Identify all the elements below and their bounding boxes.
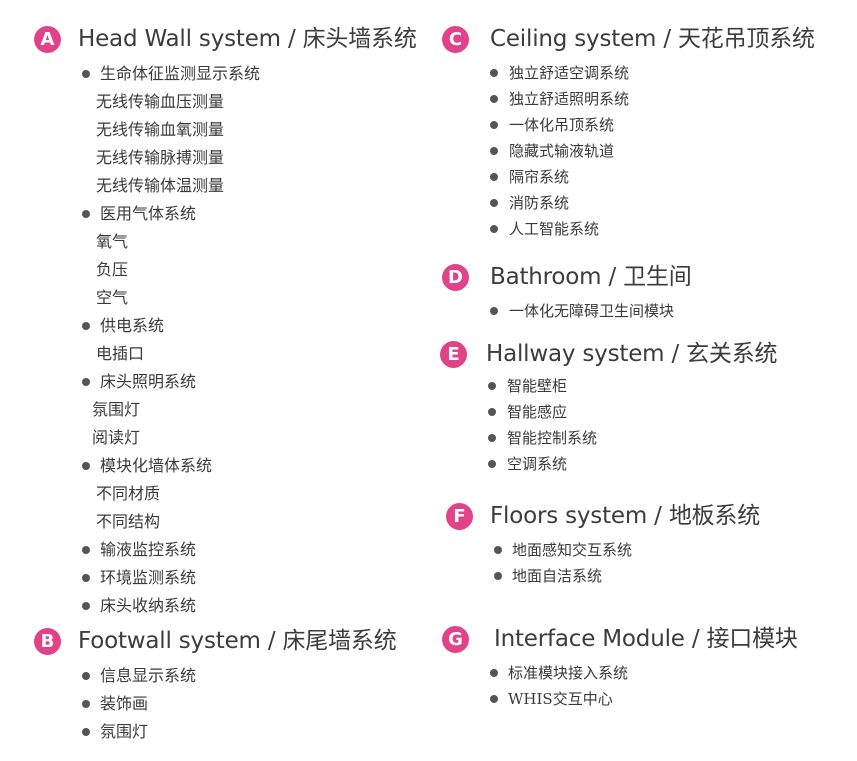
item-label: WHIS交互中心 (508, 690, 613, 708)
item-label: 地面感知交互系统 (512, 541, 633, 559)
item-label: 独立舒适照明系统 (509, 90, 630, 108)
section-title: Ceiling system / 天花吊顶系统 (490, 26, 815, 52)
section-title: Interface Module / 接口模块 (494, 626, 798, 652)
bullet-icon (490, 173, 498, 181)
bullet-icon (82, 574, 90, 582)
bullet-icon (490, 695, 498, 703)
section-badge: C (442, 26, 469, 53)
section-badge: G (442, 626, 469, 653)
item-label: 供电系统 (100, 316, 165, 335)
item-label: 输液监控系统 (100, 540, 197, 559)
bullet-icon (490, 95, 498, 103)
item-label: 隔帘系统 (509, 168, 570, 186)
item-label: 独立舒适空调系统 (509, 64, 630, 82)
item-label: 氧气 (96, 232, 129, 251)
item-label: 医用气体系统 (100, 204, 197, 223)
bullet-icon (490, 121, 498, 129)
bullet-icon (82, 700, 90, 708)
item-label: 消防系统 (509, 194, 570, 212)
bullet-icon (490, 147, 498, 155)
bullet-icon (490, 669, 498, 677)
bullet-icon (490, 307, 498, 315)
bullet-icon (82, 672, 90, 680)
item-label: 不同材质 (96, 484, 161, 503)
bullet-icon (82, 322, 90, 330)
bullet-icon (490, 199, 498, 207)
item-label: 智能壁柜 (507, 377, 568, 395)
bullet-icon (82, 210, 90, 218)
bullet-icon (82, 70, 90, 78)
section-title: Head Wall system / 床头墙系统 (78, 26, 417, 52)
item-label: 无线传输体温测量 (96, 176, 225, 195)
section-title: Bathroom / 卫生间 (490, 264, 692, 290)
item-label: 标准模块接入系统 (508, 664, 629, 682)
item-label: 一体化无障碍卫生间模块 (509, 302, 675, 320)
item-label: 无线传输血氧测量 (96, 120, 225, 139)
bullet-icon (488, 434, 496, 442)
item-label: 智能感应 (507, 403, 568, 421)
item-label: 环境监测系统 (100, 568, 197, 587)
item-label: 无线传输血压测量 (96, 92, 225, 111)
section-badge: E (440, 341, 467, 368)
item-label: 模块化墙体系统 (100, 456, 213, 475)
bullet-icon (82, 378, 90, 386)
bullet-icon (494, 572, 502, 580)
item-label: 阅读灯 (92, 428, 141, 447)
item-label: 生命体征监测显示系统 (100, 64, 261, 83)
item-label: 不同结构 (96, 512, 161, 531)
bullet-icon (488, 382, 496, 390)
item-label: 负压 (96, 260, 129, 279)
bullet-icon (488, 460, 496, 468)
item-label: 空气 (96, 288, 129, 307)
item-label: 装饰画 (100, 694, 149, 713)
item-label: 氛围灯 (100, 722, 149, 741)
bullet-icon (82, 602, 90, 610)
bullet-icon (82, 728, 90, 736)
item-label: 人工智能系统 (509, 220, 600, 238)
bullet-icon (490, 225, 498, 233)
item-label: 地面自洁系统 (512, 567, 603, 585)
item-label: 隐藏式输液轨道 (509, 142, 615, 160)
bullet-icon (490, 69, 498, 77)
item-label: 信息显示系统 (100, 666, 197, 685)
section-title: Footwall system / 床尾墙系统 (78, 628, 397, 654)
section-badge: D (442, 264, 469, 291)
item-label: 无线传输脉搏测量 (96, 148, 225, 167)
bullet-icon (82, 546, 90, 554)
item-label: 智能控制系统 (507, 429, 598, 447)
bullet-icon (488, 408, 496, 416)
section-badge: F (446, 503, 473, 530)
section-badge: A (34, 26, 61, 53)
item-label: 电插口 (96, 344, 145, 363)
bullet-icon (82, 462, 90, 470)
bullet-icon (494, 546, 502, 554)
item-label: 床头照明系统 (100, 372, 197, 391)
item-label: 氛围灯 (92, 400, 141, 419)
section-badge: B (34, 628, 61, 655)
item-label: 空调系统 (507, 455, 568, 473)
section-title: Hallway system / 玄关系统 (486, 341, 778, 367)
item-label: 一体化吊顶系统 (509, 116, 615, 134)
section-title: Floors system / 地板系统 (490, 503, 761, 529)
item-label: 床头收纳系统 (100, 596, 197, 615)
